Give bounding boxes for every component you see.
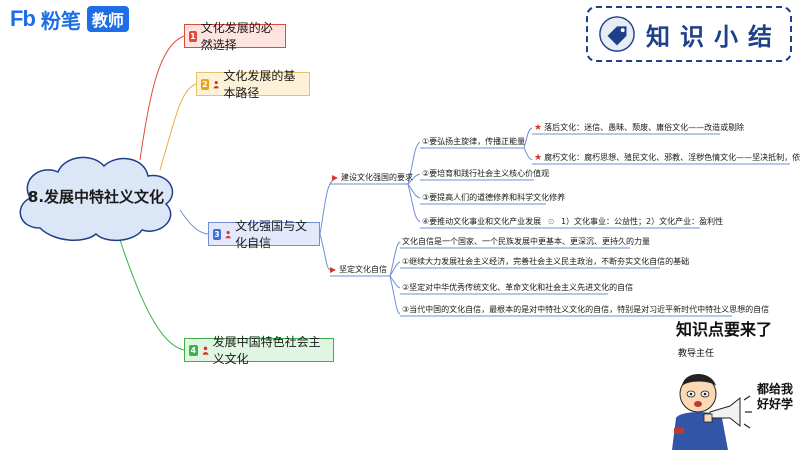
branch-1-label: 文化发展的必然选择 — [200, 21, 273, 52]
person-icon — [202, 346, 208, 355]
subtopic-cultural-confidence-label: 坚定文化自信 — [339, 265, 387, 274]
cartoon-role-label: 教导主任 — [678, 349, 715, 359]
branch-3-label: 文化强国与文化自信 — [235, 219, 308, 250]
branch-4-number: 4 — [189, 344, 198, 356]
flag-icon — [332, 174, 338, 181]
branch-1-number: 1 — [189, 30, 197, 42]
person-icon — [225, 230, 231, 238]
cartoon-speech: 都给我好好学 — [756, 382, 793, 411]
central-topic-title: 8.发展中特社义文化 — [27, 187, 165, 206]
link-circle-icon: ⊙ — [547, 217, 555, 226]
central-topic-cloud — [19, 156, 174, 242]
sub1-item-4: ④要推动文化事业和文化产业发展 ⊙ 1）文化事业：公益性；2）文化产业：盈利性 — [422, 216, 723, 227]
knowledge-summary-banner: 知识小结 — [586, 6, 792, 62]
sub1-item-4-extra: 1）文化事业：公益性；2）文化产业：盈利性 — [560, 217, 724, 226]
sub1-item-4-text: ④要推动文化事业和文化产业发展 — [422, 217, 542, 226]
subtopic-cultural-confidence[interactable]: 坚定文化自信 — [330, 264, 387, 275]
sub1-item-3: ③要提高人们的道德修养和科学文化修养 — [422, 193, 566, 202]
branch-3-number: 3 — [213, 228, 221, 240]
branch-2-number: 2 — [201, 78, 209, 90]
leaf-decadent-culture: ★腐朽文化：腐朽思想、殖民文化、邪教、淫秽色情文化——坚决抵制，依法取缔 — [534, 152, 800, 163]
branch-4[interactable]: 4 发展中国特色社会主义文化 — [184, 335, 334, 366]
brand-tag: 教师 — [86, 6, 129, 32]
branch-1[interactable]: 1 文化发展的必然选择 — [184, 21, 286, 52]
teacher-megaphone-illustration — [672, 374, 752, 450]
branch-2-label: 文化发展的基本路径 — [223, 69, 296, 100]
brand-name: 粉笔 — [40, 8, 81, 33]
sub2-item-3: ②坚定对中华优秀传统文化、革命文化和社会主义先进文化的自信 — [402, 283, 634, 292]
branch-4-label: 发展中国特色社会主义文化 — [212, 335, 321, 366]
brand-logo: Fb 粉笔 教师 — [10, 6, 129, 33]
sub2-item-1: 文化自信是一个国家、一个民族发展中更基本、更深沉、更持久的力量 — [402, 237, 650, 246]
sub1-item-2: ②要培育和践行社会主义核心价值观 — [422, 169, 550, 178]
leaf-backward-culture: ★落后文化：迷信、愚昧、颓废、庸俗文化——改造或剔除 — [534, 122, 744, 133]
sub2-item-4: ③当代中国的文化自信，最根本的是对中特社义文化的自信，特别是对习近平新时代中特社… — [402, 305, 770, 314]
knowledge-summary-text: 知识小结 — [646, 21, 782, 51]
person-icon — [213, 80, 219, 88]
sub2-item-2: ①继续大力发展社会主义经济，完善社会主义民主政治，不断夯实文化自信的基础 — [402, 257, 690, 266]
price-tag-icon — [599, 16, 635, 52]
leaf-decadent-culture-text: 腐朽文化：腐朽思想、殖民文化、邪教、淫秽色情文化——坚决抵制，依法取缔 — [544, 153, 800, 162]
branch-3[interactable]: 3 文化强国与文化自信 — [208, 219, 320, 250]
branch-2[interactable]: 2 文化发展的基本路径 — [196, 69, 310, 100]
subtopic-culture-power-label: 建设文化强国的要求 — [341, 173, 413, 182]
brand-mark: Fb — [10, 6, 36, 31]
leaf-backward-culture-text: 落后文化：迷信、愚昧、颓废、庸俗文化——改造或剔除 — [544, 123, 745, 132]
subtopic-culture-power[interactable]: 建设文化强国的要求 — [332, 172, 413, 183]
sub1-item-1: ①要弘扬主旋律，传播正能量 — [422, 137, 526, 146]
cartoon-headline: 知识点要来了 — [676, 320, 773, 339]
star-icon: ★ — [534, 123, 543, 133]
star-icon: ★ — [534, 153, 543, 163]
flag-icon — [330, 266, 336, 273]
